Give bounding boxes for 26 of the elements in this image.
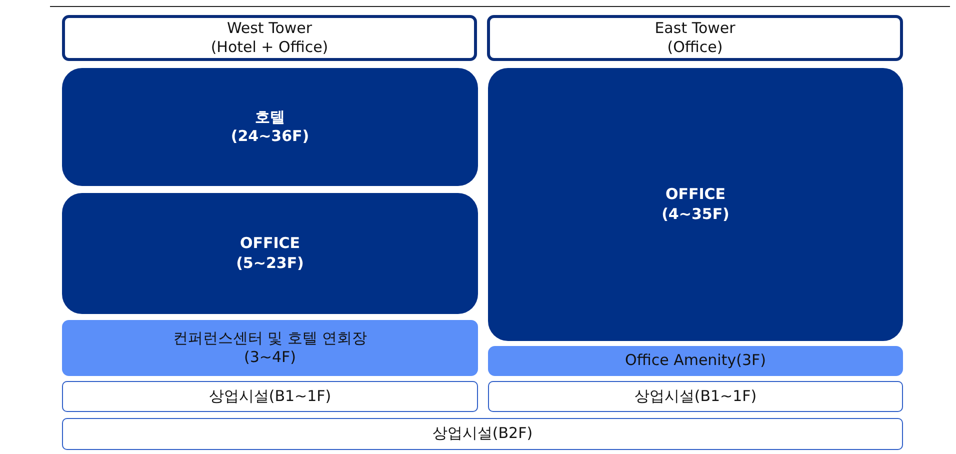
floor-block: [62, 193, 478, 314]
block-title: Office Amenity(3F): [625, 351, 766, 371]
floor-range: (Office): [667, 38, 723, 58]
floor-range: (5~23F): [236, 254, 304, 273]
block-title: West Tower: [226, 18, 312, 38]
tower-header-box: [487, 15, 903, 61]
block-title: 호텔: [255, 108, 285, 127]
floor-range: (24~36F): [230, 127, 310, 146]
block-title: OFFICE: [665, 185, 726, 204]
floor-range: (Hotel + Office): [210, 38, 328, 58]
floor-block: [62, 320, 478, 376]
floor-range: (3~4F): [244, 348, 296, 368]
floor-block: [488, 381, 903, 412]
block-title: 상업시설(B2F): [432, 424, 533, 444]
block-title: 상업시설(B1~1F): [208, 386, 332, 406]
floor-block: [62, 68, 478, 186]
block-title: 컨퍼런스센터 및 호텔 연회장: [172, 328, 368, 348]
floor-range: (4~35F): [662, 204, 730, 224]
block-title: OFFICE: [240, 234, 300, 254]
block-title: East Tower: [654, 18, 736, 38]
floor-block: [488, 68, 903, 341]
block-title: 상업시설(B1~1F): [634, 386, 757, 406]
floor-block: [62, 381, 478, 412]
floor-block: [62, 418, 903, 450]
floor-block: [488, 346, 903, 376]
tower-header-box: [62, 15, 477, 61]
